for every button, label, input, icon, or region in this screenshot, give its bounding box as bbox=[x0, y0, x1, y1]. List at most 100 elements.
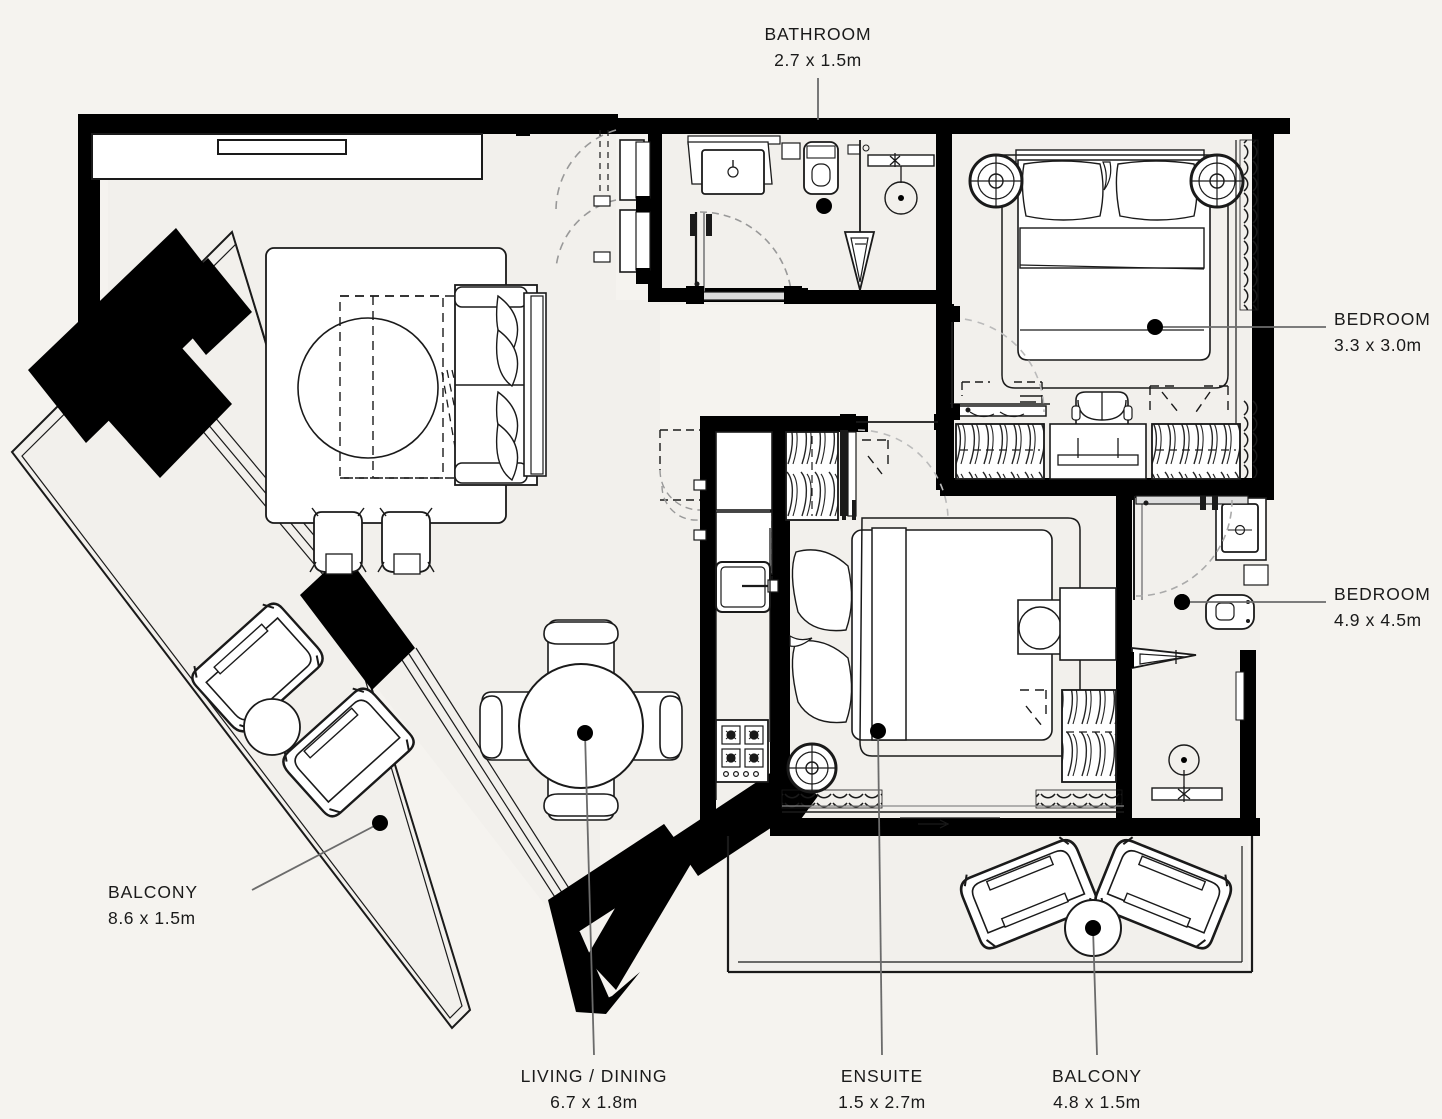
room-label-dimension-ensuite: 1.5 x 2.7m bbox=[838, 1092, 926, 1112]
room-label-dimension-bedroom-2: 4.9 x 4.5m bbox=[1334, 610, 1422, 630]
wall-bathroom-bottom-b bbox=[790, 290, 950, 304]
dining-table bbox=[479, 619, 683, 821]
bath-wc bbox=[803, 141, 839, 195]
kitchen-cabinet-upper bbox=[715, 431, 773, 511]
ensuite-vanity bbox=[1215, 497, 1269, 586]
wardrobe-main bbox=[785, 430, 857, 521]
balcony-chair-4 bbox=[1094, 836, 1233, 950]
kitchen-wall-details bbox=[659, 429, 707, 541]
ensuite-shower-screen bbox=[1133, 495, 1249, 600]
wall-entry-diag-bottom bbox=[576, 972, 640, 1014]
leader-line-balcony-1 bbox=[251, 822, 381, 891]
wardrobe-swing-dashed bbox=[1149, 385, 1229, 413]
leader-dot-balcony-1 bbox=[372, 815, 388, 831]
wall-bathroom-right bbox=[936, 130, 952, 305]
bedroom-top-chair bbox=[1071, 391, 1133, 433]
room-label-dimension-living-dining: 6.7 x 1.8m bbox=[550, 1092, 638, 1112]
wall-top-right bbox=[612, 118, 1290, 134]
bath-shower-head bbox=[867, 153, 935, 215]
wardrobe-main-2 bbox=[1061, 689, 1117, 783]
wall-ensuite-left-a bbox=[1116, 488, 1132, 688]
wall-bathroom-left bbox=[648, 130, 662, 290]
room-label-name-bathroom: BATHROOM bbox=[764, 24, 871, 44]
ensuite bbox=[1118, 484, 1269, 802]
dining-table-top bbox=[518, 663, 644, 789]
room-label-name-balcony-2: BALCONY bbox=[1052, 1066, 1142, 1086]
bath-anchor-dot bbox=[816, 198, 832, 214]
wall-left-block bbox=[108, 348, 232, 478]
door-swing-2 bbox=[555, 199, 617, 269]
bedroom-top-curtain-2 bbox=[1240, 400, 1258, 478]
room-label-name-bedroom-2: BEDROOM bbox=[1334, 584, 1431, 604]
label-leader-lines bbox=[251, 78, 1326, 1056]
balcony-right-furniture bbox=[959, 836, 1233, 957]
bedroom-main-nightstand bbox=[1059, 587, 1117, 661]
bedroom-top-door-swing bbox=[951, 317, 1045, 413]
wall-kitchen-right bbox=[770, 424, 790, 834]
room-label-dimension-bedroom-1: 3.3 x 3.0m bbox=[1334, 335, 1422, 355]
leader-dot-balcony-2 bbox=[1085, 920, 1101, 936]
perimeter-thin-lines bbox=[726, 836, 1254, 974]
kitchen-sink bbox=[715, 561, 779, 613]
wall-ensuite-left-b bbox=[1116, 660, 1132, 832]
bedroom-main-door-swing bbox=[857, 429, 949, 521]
wall-entry-diag-right bbox=[586, 824, 692, 990]
room-label-dimension-bathroom: 2.7 x 1.5m bbox=[774, 50, 862, 70]
bed-top-lamp-right bbox=[1189, 153, 1245, 209]
wall-ensuite-top bbox=[1128, 484, 1268, 498]
bed-top-throw bbox=[1019, 227, 1205, 269]
wall-bedroom-main-bottom bbox=[770, 818, 1120, 836]
ottoman-2 bbox=[377, 507, 435, 575]
balcony-chair-3 bbox=[959, 836, 1098, 950]
bedroom-top-curtain bbox=[1240, 140, 1258, 310]
structural-walls bbox=[78, 114, 1290, 1014]
wall-kitchen-left bbox=[700, 416, 716, 832]
balcony-glazing-lower bbox=[401, 659, 561, 906]
leader-line-ensuite bbox=[877, 730, 883, 1056]
wall-top-left bbox=[78, 114, 618, 134]
bathroom-fixtures bbox=[686, 135, 935, 304]
room-label-dimension-balcony-1: 8.6 x 1.5m bbox=[108, 908, 196, 928]
leader-dot-living-dining bbox=[577, 725, 593, 741]
entry-door-swings bbox=[516, 122, 651, 284]
balcony-glazing-lower-2 bbox=[408, 653, 567, 900]
bed-top-pillow-1 bbox=[1021, 160, 1104, 221]
wardrobe-main-dashed bbox=[1020, 689, 1047, 727]
balcony-top-wall-stub bbox=[162, 258, 252, 355]
tv-console bbox=[91, 133, 483, 180]
room-label-name-balcony-1: BALCONY bbox=[108, 882, 198, 902]
living-room-furniture bbox=[265, 247, 547, 575]
wall-entry-diag-left bbox=[548, 900, 610, 1012]
leader-dot-bedroom-1 bbox=[1147, 319, 1163, 335]
bed-top-pillow-2 bbox=[1115, 160, 1198, 221]
wardrobe-top bbox=[955, 423, 1241, 480]
ensuite-wc bbox=[1205, 594, 1255, 630]
balcony-mullion-block bbox=[300, 553, 415, 690]
balcony-glazing-lower-3 bbox=[415, 647, 573, 894]
leader-line-balcony-2 bbox=[1092, 927, 1098, 1056]
sofa bbox=[454, 284, 547, 486]
wall-bedroom-main-bottom-r bbox=[1108, 818, 1260, 836]
leader-dot-bedroom-2 bbox=[1174, 594, 1190, 610]
bath-shower-screen bbox=[690, 211, 793, 301]
bed-main-pillow-2 bbox=[791, 640, 853, 724]
balcony-chair-1 bbox=[191, 602, 324, 733]
balcony-table-1 bbox=[243, 698, 301, 756]
kitchen bbox=[659, 429, 779, 800]
wall-bedroom-top-left bbox=[936, 304, 954, 490]
balcony-top-wall-block bbox=[28, 228, 232, 443]
coffee-table bbox=[297, 317, 439, 459]
bath-vanity-basin bbox=[701, 149, 765, 195]
bed-top-lamp-left bbox=[968, 153, 1024, 209]
cooktop bbox=[715, 719, 769, 783]
bed-main-pillow-1 bbox=[791, 549, 853, 632]
ottoman-1 bbox=[309, 507, 367, 575]
leader-dot-ensuite bbox=[870, 723, 886, 739]
bedroom-main bbox=[769, 414, 1124, 829]
leader-line-living-dining bbox=[584, 732, 595, 1056]
bed-main-lamp bbox=[786, 742, 838, 794]
ensuite-shower-head bbox=[1151, 744, 1223, 802]
